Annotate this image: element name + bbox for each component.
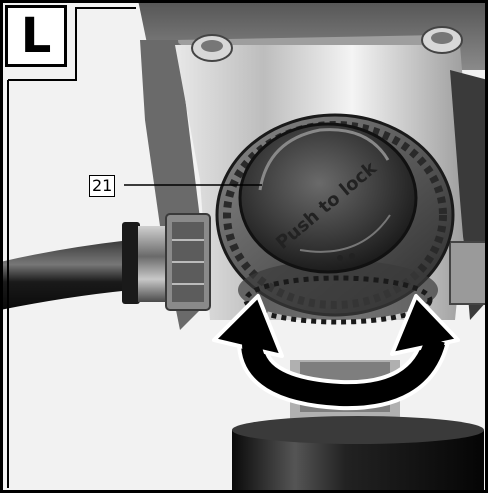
top-housing — [138, 0, 488, 70]
bottom-cylinder — [232, 416, 484, 493]
step-label-box: L — [5, 5, 67, 67]
hose — [0, 240, 132, 310]
rotation-arrow — [212, 294, 460, 411]
right-fitting — [449, 241, 488, 305]
lock-cap: Push to lock — [238, 122, 418, 274]
connector-body — [138, 226, 168, 302]
step-label: L — [20, 8, 52, 64]
screw-right — [421, 26, 463, 54]
inner-frame-top — [8, 7, 136, 81]
callout-number: 21 — [89, 175, 116, 197]
screw-left — [191, 34, 233, 62]
connector-collar — [122, 222, 140, 304]
